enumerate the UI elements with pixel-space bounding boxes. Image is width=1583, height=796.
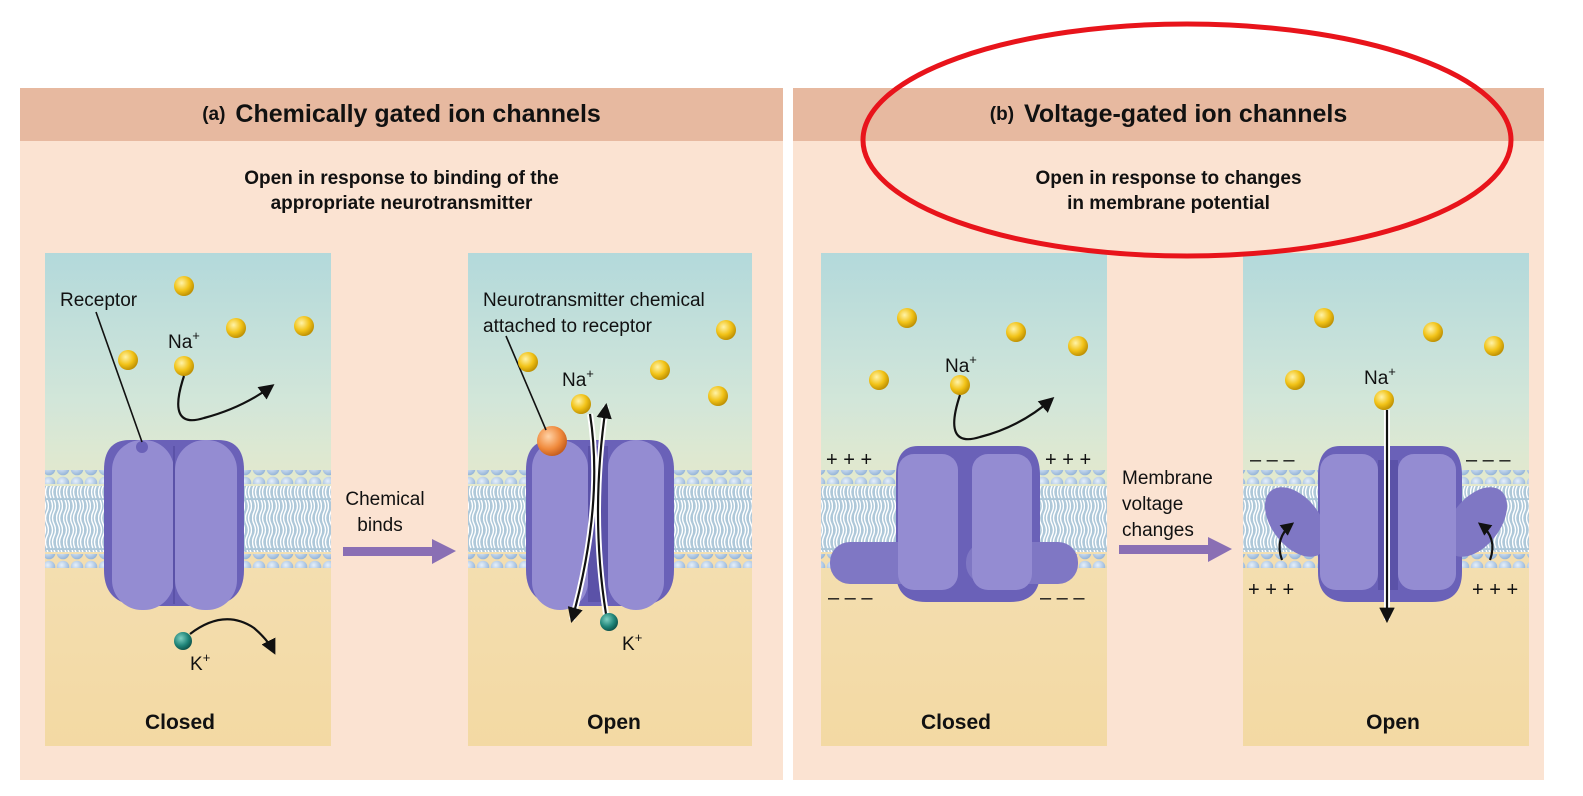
- highlight-ellipse: [860, 21, 1514, 259]
- arrow-head-b: [1208, 537, 1232, 562]
- sodium-ion: [1374, 390, 1394, 410]
- sodium-ions-b-open: [1285, 308, 1504, 410]
- charge-minus-left-b-closed: – – –: [828, 587, 873, 609]
- state-label-b-closed: Closed: [921, 711, 991, 734]
- panel-a-subtitle-line2: appropriate neurotransmitter: [270, 193, 533, 214]
- scene-a-open: Neurotransmitter chemical attached to re…: [468, 253, 752, 746]
- arrow-label-b-line2: voltage: [1122, 494, 1183, 515]
- sodium-ion: [708, 386, 728, 406]
- receptor-label: Receptor: [60, 290, 138, 311]
- k-label-a-open: K+: [622, 630, 642, 655]
- sodium-ion: [571, 394, 591, 414]
- sodium-ions-a-closed: [118, 276, 314, 376]
- arrow-label-b-line1: Membrane: [1122, 468, 1213, 489]
- state-label-a-closed: Closed: [145, 711, 215, 734]
- sodium-ion: [650, 360, 670, 380]
- nt-label-line2: attached to receptor: [483, 316, 653, 337]
- arrow-label-a-line1: Chemical: [345, 489, 424, 510]
- state-label-b-open: Open: [1366, 711, 1420, 734]
- channel-protein-b-closed: [830, 446, 1078, 602]
- channel-protein-b-open: [1264, 446, 1508, 602]
- sodium-ion: [1068, 336, 1088, 356]
- charge-plus-right-b-closed: + + +: [1045, 449, 1091, 471]
- panel-b-subtitle: Open in response to changes in membrane …: [793, 166, 1544, 216]
- arrow-head-a: [432, 539, 456, 564]
- receptor-site: [136, 441, 148, 453]
- panel-b-letter: (b): [989, 103, 1015, 125]
- sensor-move-arrow-right: [1477, 522, 1494, 561]
- charge-minus-right-b-open: – – –: [1466, 449, 1511, 471]
- na-blocked-arrow-b: [953, 394, 1055, 441]
- arrow-label-a-line2: binds: [357, 515, 402, 536]
- panel-b-title: Voltage-gated ion channels: [1024, 100, 1348, 128]
- sodium-ion: [1285, 370, 1305, 390]
- na-label-b-open: Na+: [1364, 364, 1396, 389]
- k-blocked-arrow: [189, 618, 276, 655]
- panel-b-header: (b) Voltage-gated ion channels: [793, 88, 1544, 141]
- sodium-ion: [1006, 322, 1026, 342]
- sodium-ion: [174, 356, 194, 376]
- sodium-ions-a-open: [518, 320, 736, 414]
- sodium-ion: [869, 370, 889, 390]
- channel-protein-a-closed: [104, 440, 244, 610]
- sensor-move-arrow-left: [1278, 522, 1295, 561]
- panel-a-subtitle: Open in response to binding of the appro…: [20, 166, 783, 216]
- panel-b-subtitle-line1: Open in response to changes: [1035, 168, 1302, 189]
- transition-arrow-b: Membrane voltage changes: [1119, 468, 1232, 562]
- sodium-ions-b-closed: [869, 308, 1088, 395]
- potassium-ion: [600, 613, 618, 631]
- charge-plus-right-b-open: + + +: [1472, 579, 1518, 601]
- na-blocked-arrow: [177, 375, 275, 422]
- sodium-ion: [1484, 336, 1504, 356]
- charge-minus-left-b-open: – – –: [1250, 449, 1295, 471]
- charge-minus-right-b-closed: – – –: [1040, 587, 1085, 609]
- neurotransmitter-pointer: [505, 335, 547, 431]
- panel-a-header: (a) Chemically gated ion channels: [20, 88, 783, 141]
- panel-b-subtitle-line2: in membrane potential: [1067, 193, 1270, 214]
- scene-b-closed: + + + + + + – – – – – – Na+ Closed: [821, 253, 1107, 746]
- state-label-a-open: Open: [587, 711, 641, 734]
- sodium-ion: [950, 375, 970, 395]
- na-influx-arrow: [567, 413, 596, 623]
- arrow-label-b-line3: changes: [1122, 520, 1194, 541]
- sodium-ion: [226, 318, 246, 338]
- panel-a-title: Chemically gated ion channels: [235, 100, 601, 128]
- sodium-ion: [518, 352, 538, 372]
- panel-a-letter: (a): [202, 103, 226, 125]
- na-label-a-open: Na+: [562, 366, 594, 391]
- sodium-ion: [118, 350, 138, 370]
- sodium-ion: [1314, 308, 1334, 328]
- charge-plus-left-b-open: + + +: [1248, 579, 1294, 601]
- k-label-a-closed: K+: [190, 650, 210, 675]
- receptor-pointer: [95, 311, 143, 443]
- scene-a-closed: Receptor Na+ K+ Closed: [45, 253, 331, 746]
- sodium-ion: [174, 276, 194, 296]
- sodium-ion: [294, 316, 314, 336]
- sodium-ion: [1423, 322, 1443, 342]
- sodium-ion: [897, 308, 917, 328]
- neurotransmitter-ligand: [537, 426, 567, 456]
- transition-arrow-a: Chemical binds: [343, 489, 456, 564]
- charge-plus-left-b-closed: + + +: [826, 449, 872, 471]
- scene-b-open: – – – – – – + + + + + + Na+ Open: [1243, 253, 1529, 746]
- k-efflux-arrow: [596, 402, 612, 615]
- na-label-b-closed: Na+: [945, 352, 977, 377]
- potassium-ion: [174, 632, 192, 650]
- sodium-ion: [716, 320, 736, 340]
- na-label-a-closed: Na+: [168, 328, 200, 353]
- panel-a-subtitle-line1: Open in response to binding of the: [244, 168, 559, 189]
- nt-label-line1: Neurotransmitter chemical: [483, 290, 705, 311]
